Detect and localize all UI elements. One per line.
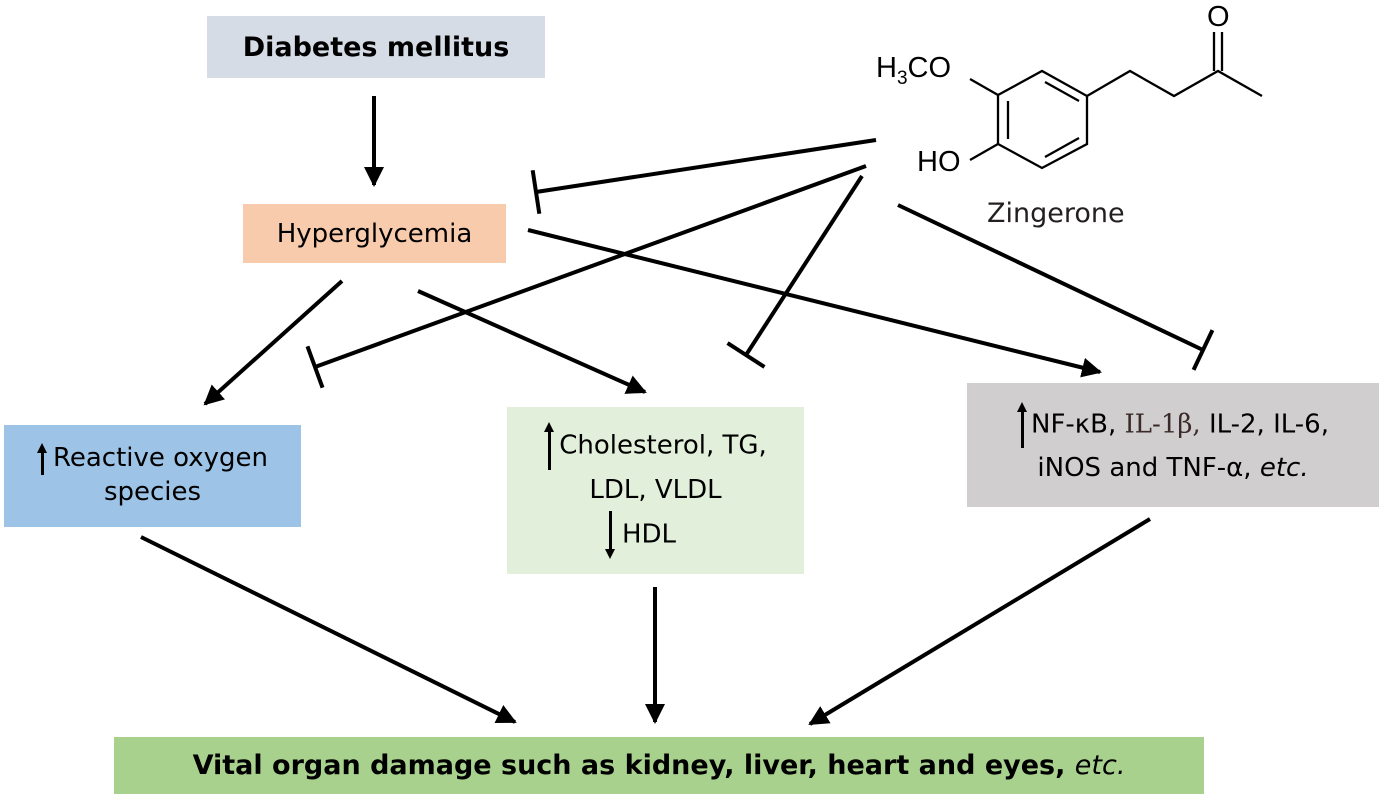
lipid-line-3: HDL — [514, 510, 767, 559]
hydroxy-bond — [969, 143, 999, 161]
carbonyl-oxygen-label: O — [1207, 1, 1230, 33]
methoxy-co: CO — [907, 52, 952, 84]
zingerone-structure — [969, 32, 1263, 170]
ros-line-1: Reactive oxygen — [36, 442, 269, 476]
carbonyl-double-bond — [1212, 32, 1224, 71]
node-label: Hyperglycemia — [276, 218, 473, 249]
lipid-line-2: LDL, VLDL — [589, 475, 722, 506]
hydroxy-group-label: HO — [917, 146, 961, 178]
node-label: Diabetes mellitus — [242, 31, 510, 63]
edge-zingerone-inhibits-ros — [314, 164, 867, 369]
inflam-etc: etc. — [1259, 452, 1309, 483]
marker-il6: IL-6, — [1273, 409, 1329, 440]
inhibition-bar-icon — [530, 169, 542, 215]
increase-arrow-icon — [36, 442, 49, 475]
lipid-line-1: Cholesterol, TG, — [544, 422, 767, 471]
damage-text: Vital organ damage such as kidney, liver… — [192, 750, 1066, 781]
increase-arrow-icon — [544, 422, 556, 471]
node-inflammatory-markers: NF-κB, IL-1β, IL-2, IL-6, iNOS and TNF-α… — [967, 383, 1379, 507]
inhibition-bar-icon — [726, 341, 766, 369]
marker-nfkb: NF-κB, — [1031, 409, 1117, 440]
node-vital-organ-damage: Vital organ damage such as kidney, liver… — [114, 737, 1204, 794]
damage-etc: etc. — [1074, 750, 1126, 781]
methoxy-group-label: H3CO — [876, 52, 951, 90]
methoxy-subscript: 3 — [896, 67, 908, 89]
zingerone-label: Zingerone — [987, 198, 1125, 229]
decrease-arrow-icon — [604, 510, 617, 559]
node-reactive-oxygen-species: Reactive oxygen species — [4, 425, 301, 527]
benzene-double-bonds — [1006, 80, 1080, 159]
increase-arrow-icon — [1017, 401, 1029, 448]
inflam-line-2: iNOS and TNF-α, etc. — [1017, 448, 1329, 488]
edge-zingerone-inhibits-inflammation — [897, 203, 1204, 352]
methoxy-h: H — [876, 52, 897, 84]
node-diabetes-mellitus: Diabetes mellitus — [207, 16, 545, 78]
inflam-text-2: iNOS and TNF-α, — [1037, 452, 1252, 483]
lipid-increase-text-1: Cholesterol, TG, — [559, 430, 767, 461]
side-chain — [1086, 69, 1263, 98]
node-label: Vital organ damage such as kidney, liver… — [193, 750, 1126, 781]
ros-line-2: species — [103, 477, 202, 507]
edge-zingerone-inhibits-lipids — [744, 174, 864, 357]
edge-zingerone-inhibits-hyperglycemia — [535, 138, 877, 194]
edge-hyperglycemia-to-ros — [203, 279, 344, 406]
edge-inflammation-to-organ_damage — [808, 517, 1152, 726]
node-hyperglycemia: Hyperglycemia — [243, 204, 506, 263]
node-lipid-profile: Cholesterol, TG, LDL, VLDL HDL — [507, 407, 804, 574]
methoxy-bond — [969, 78, 999, 96]
inhibition-bar-icon — [305, 345, 325, 389]
marker-il1b: IL-1β, — [1124, 409, 1201, 440]
inflam-line-1: NF-κB, IL-1β, IL-2, IL-6, — [1017, 401, 1329, 448]
lipid-decrease-text: HDL — [621, 519, 677, 550]
edge-ros-to-organ_damage — [140, 535, 517, 724]
ros-text-1: Reactive oxygen — [52, 443, 269, 474]
inhibition-bar-icon — [1191, 329, 1215, 371]
marker-il2: IL-2, — [1208, 409, 1265, 440]
edge-hyperglycemia-to-lipids — [417, 289, 647, 394]
benzene-ring-bonds — [996, 69, 1089, 170]
